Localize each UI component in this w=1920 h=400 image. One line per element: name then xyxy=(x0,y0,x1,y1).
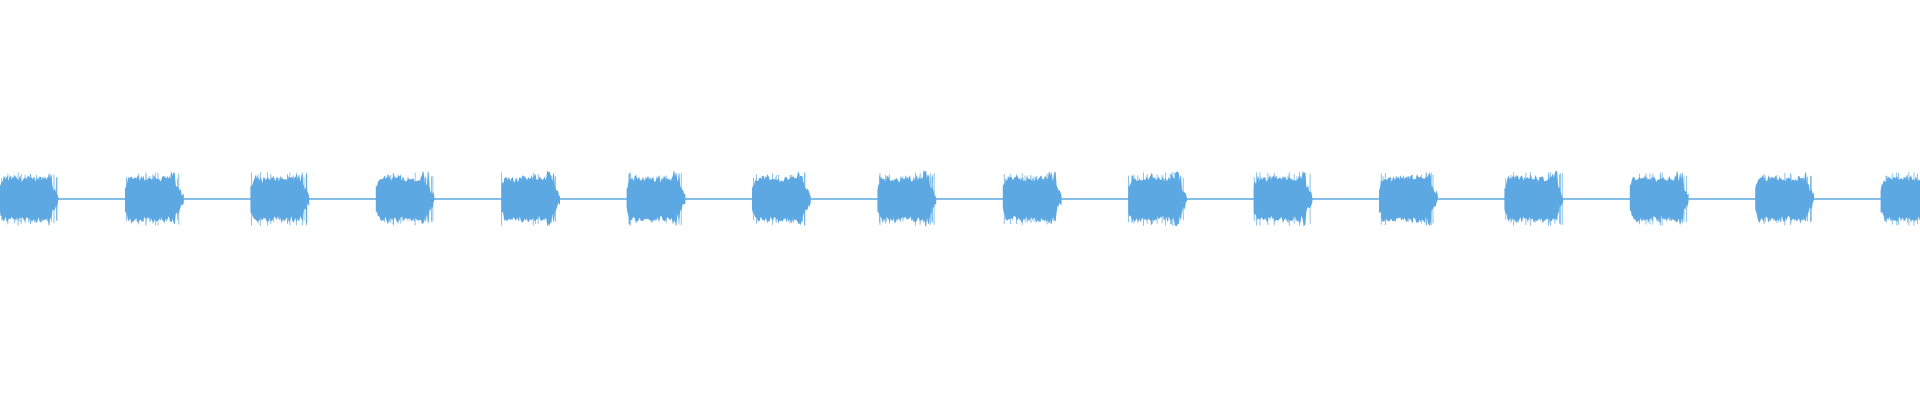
waveform-burst xyxy=(752,171,811,226)
waveform-burst-envelope xyxy=(877,170,937,227)
waveform-burst-envelope xyxy=(125,172,184,225)
waveform-burst xyxy=(0,172,59,226)
waveform-burst xyxy=(501,170,560,226)
waveform-bursts xyxy=(0,170,1920,227)
waveform-burst xyxy=(250,172,310,226)
waveform-burst-envelope xyxy=(0,173,59,226)
waveform-burst xyxy=(1755,172,1814,226)
waveform-burst xyxy=(1629,171,1689,226)
waveform-burst-envelope xyxy=(1128,171,1187,227)
waveform-burst xyxy=(1880,172,1920,226)
waveform-burst-envelope xyxy=(1880,175,1920,223)
waveform-burst-envelope xyxy=(626,171,686,226)
waveform-burst xyxy=(1379,172,1438,227)
waveform-burst xyxy=(1504,170,1564,226)
waveform-burst xyxy=(375,171,435,226)
waveform-burst xyxy=(1002,171,1062,225)
waveform-burst xyxy=(626,171,686,226)
waveform-burst xyxy=(1128,171,1187,227)
waveform-burst-envelope xyxy=(1629,171,1689,225)
waveform-burst xyxy=(125,172,184,226)
waveform-burst-envelope xyxy=(1379,173,1438,227)
waveform-burst xyxy=(877,170,937,227)
waveform-burst-envelope xyxy=(1002,171,1062,224)
waveform-burst xyxy=(1253,170,1313,227)
waveform-burst-envelope xyxy=(752,171,811,226)
